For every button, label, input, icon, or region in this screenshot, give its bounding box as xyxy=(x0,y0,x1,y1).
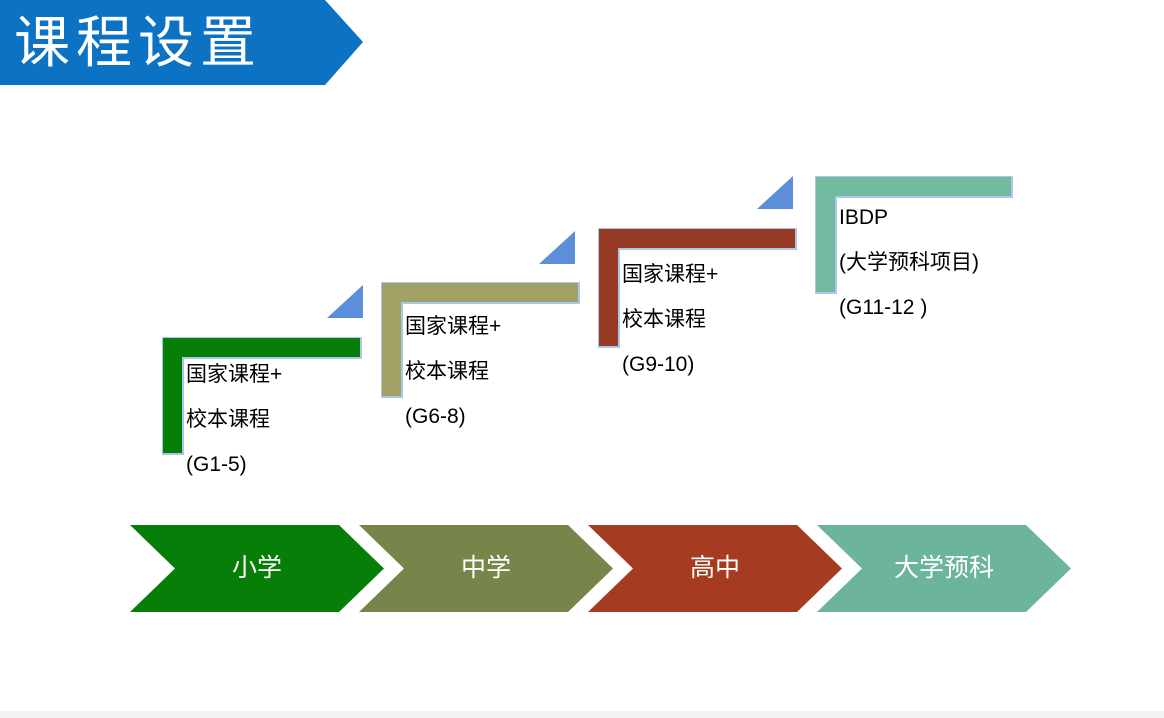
step-shape-high xyxy=(598,228,797,348)
step-text-high: 国家课程+ 校本课程 (G9-10) xyxy=(622,252,718,387)
step-line: 校本课程 xyxy=(622,308,706,331)
page-title: 课程设置 xyxy=(14,11,262,74)
step-line: 校本课程 xyxy=(186,408,270,431)
step-line: IBDP xyxy=(839,206,889,229)
step-text-middle: 国家课程+ 校本课程 (G6-8) xyxy=(405,304,501,439)
chevron-primary xyxy=(130,525,384,612)
step-line: 校本课程 xyxy=(405,360,489,383)
step-text-primary: 国家课程+ 校本课程 (G1-5) xyxy=(186,352,282,487)
chevron-label-primary: 小学 xyxy=(231,554,282,582)
chevron-label-high: 高中 xyxy=(689,554,740,582)
connector-triangle-icon xyxy=(539,231,575,264)
chevron-high xyxy=(588,525,842,612)
step-line: 国家课程+ xyxy=(405,315,502,338)
chevron-middle xyxy=(359,525,613,612)
chevron-label-pre-university: 大学预科 xyxy=(893,554,994,582)
step-text-pre-university: IBDP (大学预科项目) (G11-12 ) xyxy=(839,195,979,330)
step-line: (G6-8) xyxy=(405,405,466,428)
chevron-label-middle: 中学 xyxy=(460,554,511,582)
step-line: (G11-12 ) xyxy=(839,296,928,319)
step-line: 国家课程+ xyxy=(186,363,283,386)
connector-triangle-icon xyxy=(757,176,793,209)
step-line: (大学预科项目) xyxy=(839,251,979,274)
chevron-pre-university xyxy=(817,525,1071,612)
step-shape-middle xyxy=(381,282,580,398)
step-line: 国家课程+ xyxy=(622,263,719,286)
title-banner xyxy=(0,0,363,85)
step-shape-pre-university xyxy=(815,176,1013,294)
connector-triangle-icon xyxy=(327,285,363,318)
step-line: (G9-10) xyxy=(622,353,695,376)
step-shape-primary xyxy=(162,337,362,455)
footer-bar xyxy=(0,711,1164,718)
step-line: (G1-5) xyxy=(186,453,247,476)
